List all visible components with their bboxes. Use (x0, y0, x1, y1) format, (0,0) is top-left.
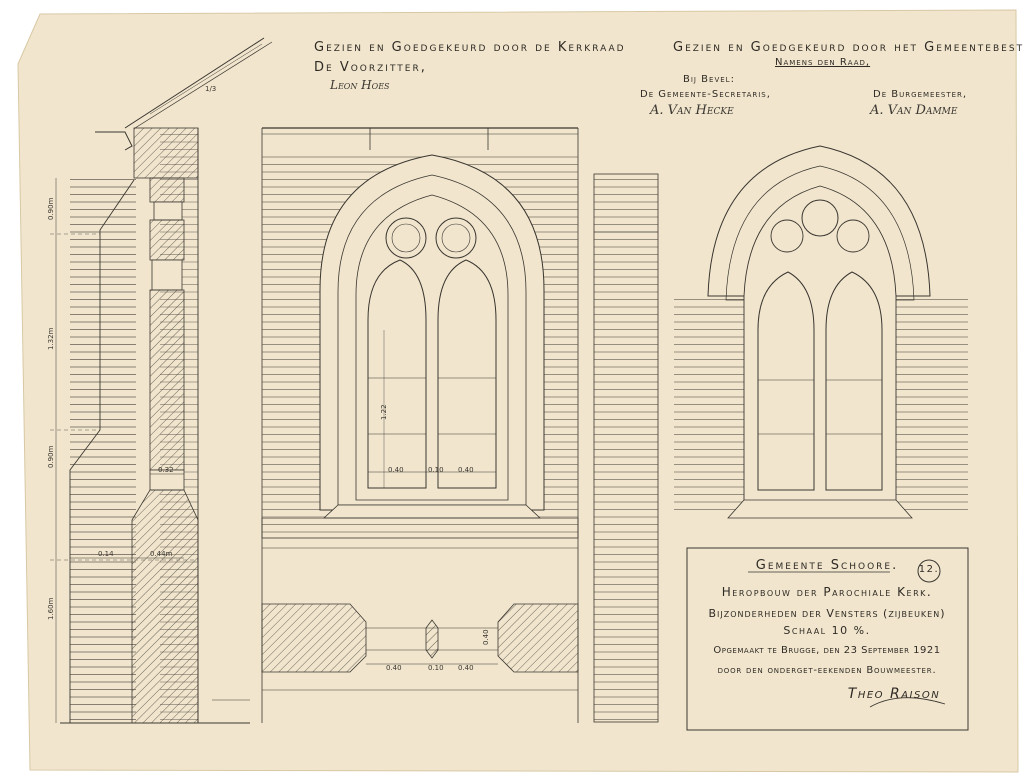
drawing-scale: Schaal 10 %. (783, 624, 871, 637)
signature-voorzitter: Leon Hoes (330, 78, 390, 92)
approval-heading-right: Gezien en Goedgekeurd door het Gemeenteb… (673, 40, 1024, 55)
mayor-role: De Burgemeester, (873, 89, 968, 100)
title-block: Gemeente Schoore. 12. Heropbouw der Paro… (684, 552, 970, 728)
window-elevation-exterior (674, 145, 968, 519)
drawn-place-date: Opgemaakt te Brugge, den 23 September 19… (713, 645, 941, 656)
wall-section-drawing (50, 37, 273, 724)
dim-plan-right: 0.40 (458, 664, 474, 672)
dim-window-light-left: 0.40 (388, 466, 404, 474)
by-order-label: Bij Bevel: (683, 74, 735, 85)
signature-mayor: A. Van Damme (870, 103, 958, 118)
signature-secretary: A. Van Hecke (650, 103, 734, 118)
dim-window-height: 1.22 (380, 404, 388, 420)
dim-height-2: 1.32m (47, 327, 55, 350)
dim-plan-depth: 0.40 (482, 629, 490, 645)
dim-window-light-right: 0.40 (458, 466, 474, 474)
dim-width-face: 0.14 (98, 550, 114, 558)
approval-subheading-right: Namens den Raad, (775, 57, 871, 68)
dim-height-4: 1.60m (47, 597, 55, 620)
signature-architect: Theo Raison (847, 686, 941, 702)
project-title: Heropbouw der Parochiale Kerk. (721, 585, 933, 599)
pier-elevation (593, 173, 659, 723)
dim-plan-mullion: 0.10 (428, 664, 444, 672)
roof-slope-label: 1/3 (205, 85, 217, 93)
dim-width-wall: 0.44m (150, 550, 173, 558)
dim-height-1: 0.90m (47, 197, 55, 220)
dim-height-3: 0.90m (47, 445, 55, 468)
approval-heading-left: Gezien en Goedgekeurd door de Kerkraad (314, 40, 626, 55)
sheet-number-circle (917, 559, 941, 583)
sheet-number: 12. (918, 564, 940, 575)
secretary-role: De Gemeente-Secretaris, (640, 89, 771, 100)
drawn-by: door den onderget-eekenden Bouwmeester. (717, 665, 937, 676)
window-elevation-interior (261, 127, 579, 723)
drawing-subject: Bijzonderheden der Vensters (zijbeuken) (708, 607, 946, 620)
dim-plan-left: 0.40 (386, 664, 402, 672)
dim-window-mullion: 0.10 (428, 466, 444, 474)
approval-role-left: De Voorzitter, (314, 60, 427, 75)
municipality-title: Gemeente Schoore. (755, 558, 899, 573)
dim-width-core: 0.32 (158, 466, 174, 474)
